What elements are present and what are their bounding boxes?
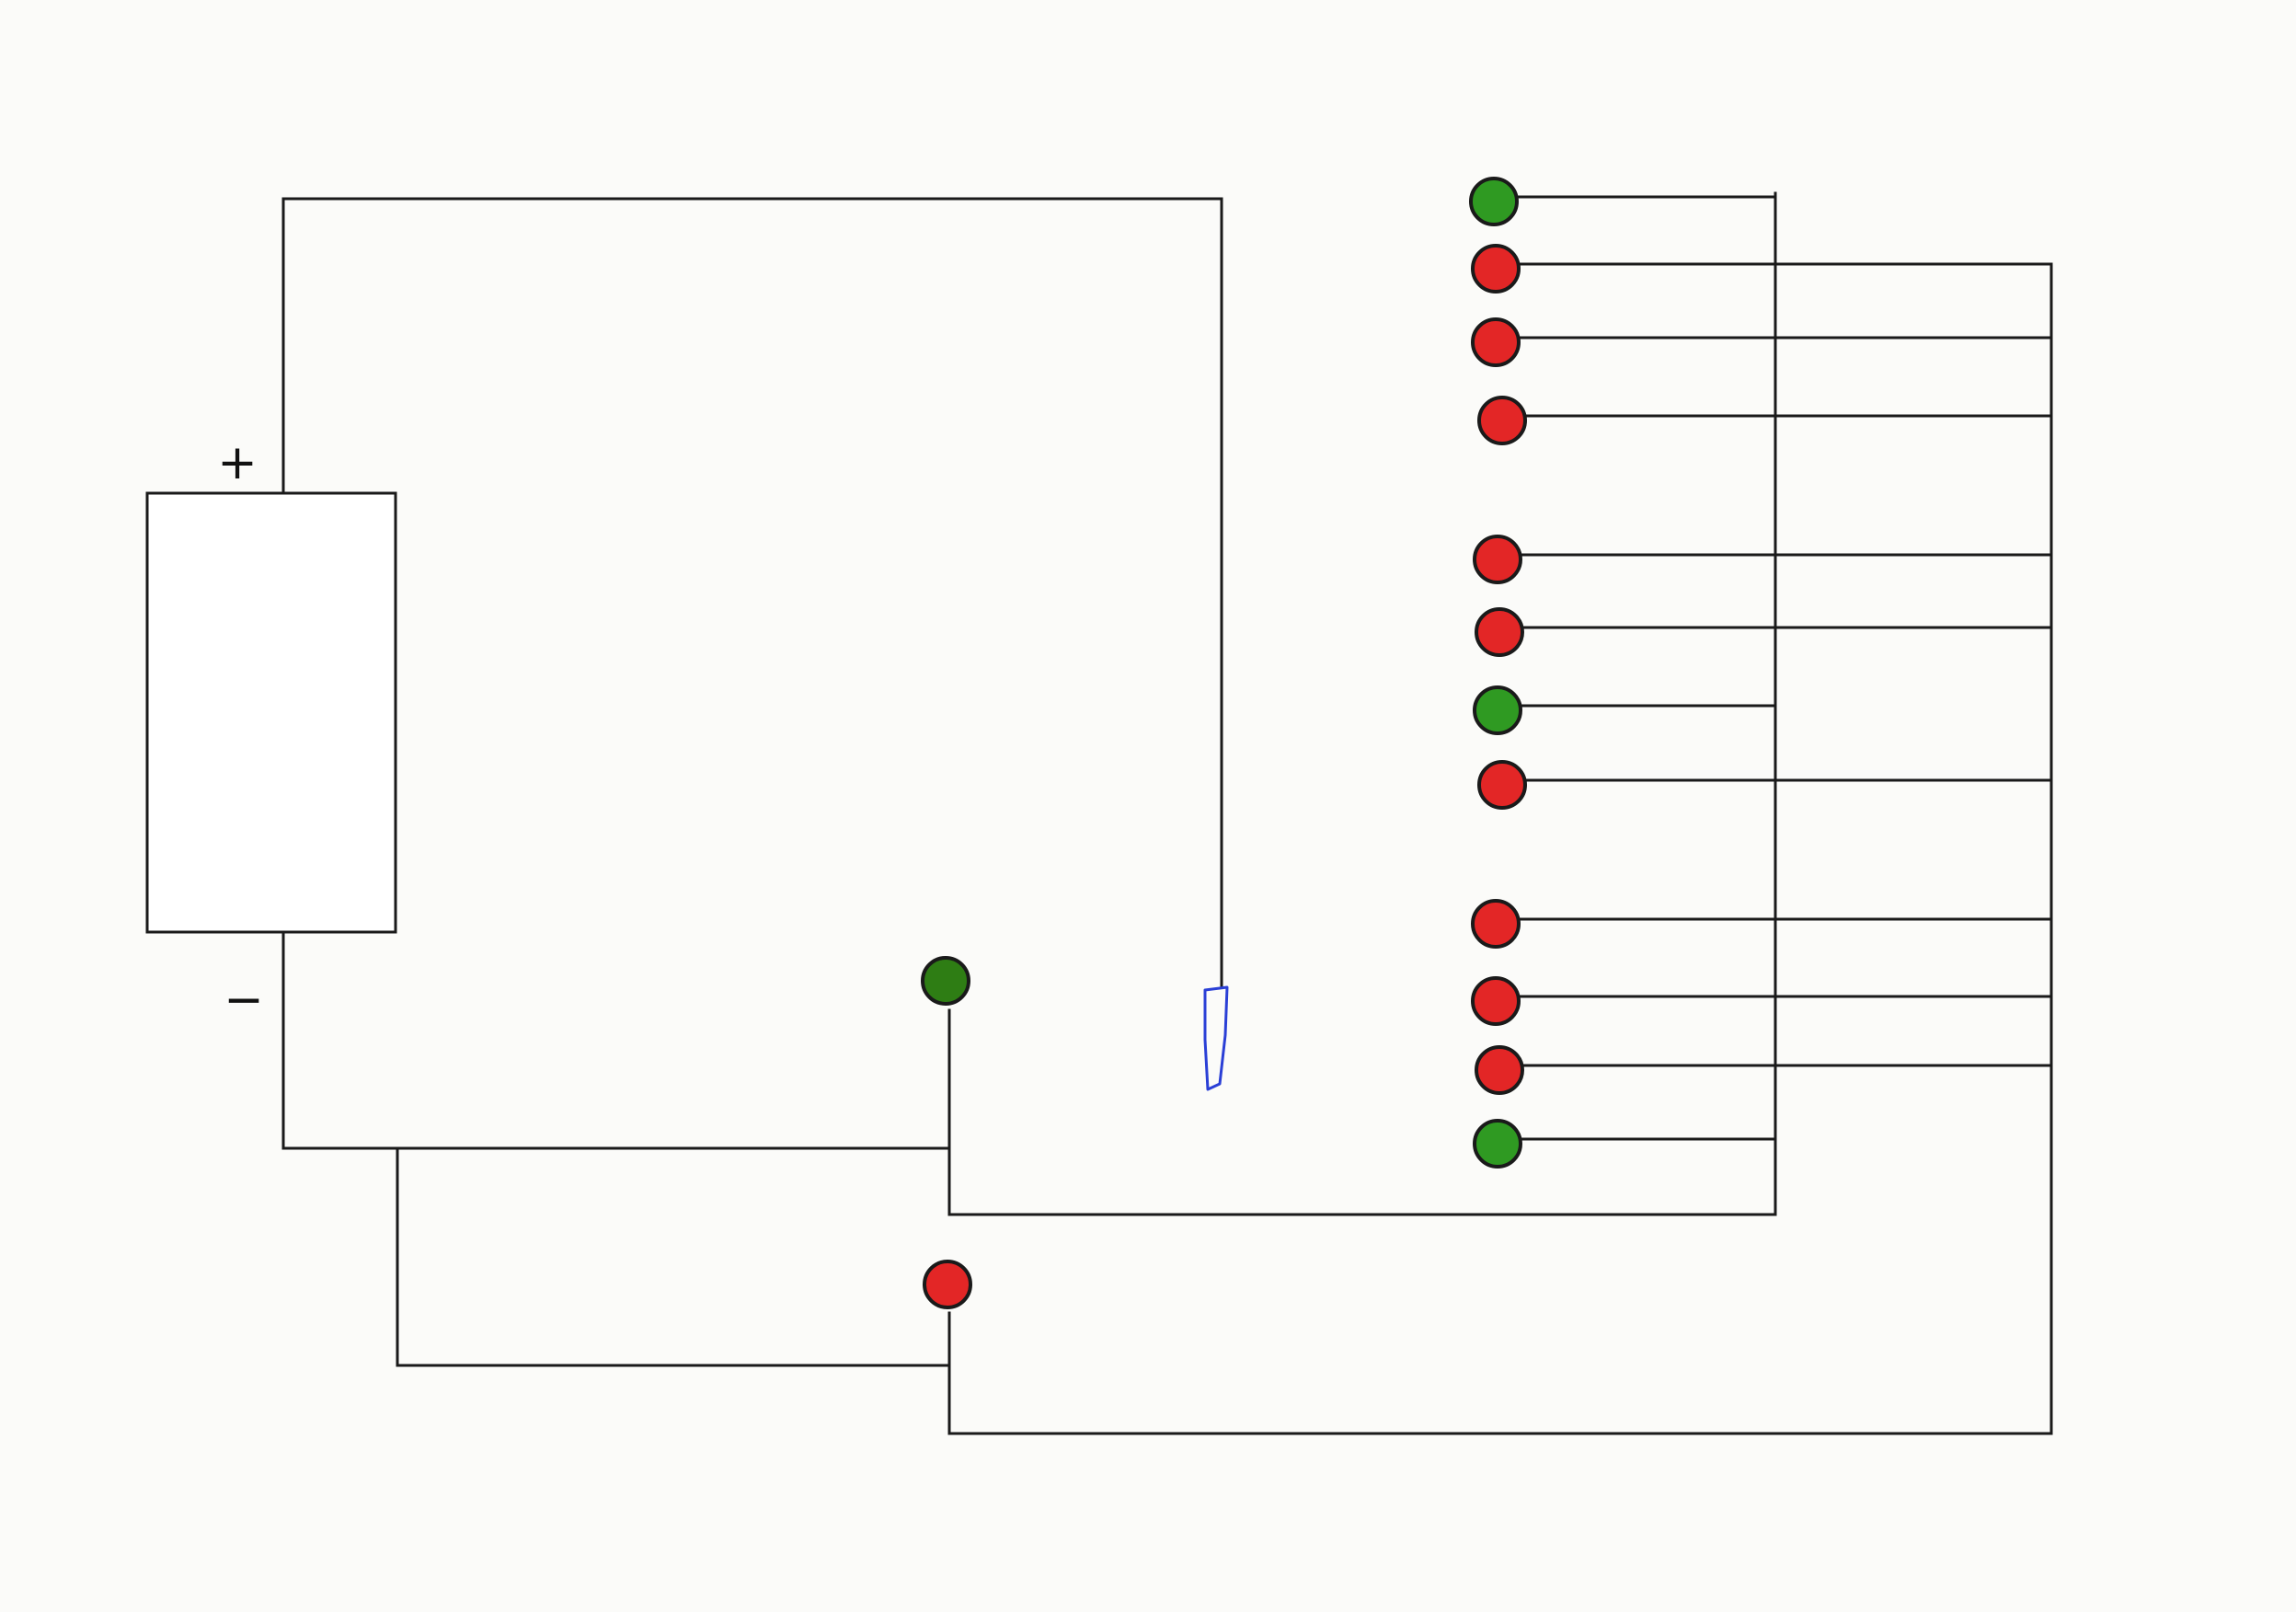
lamps — [921, 177, 1527, 1309]
wire-lower-lamp-to-red-bus — [947, 264, 2053, 1435]
lamp-6-red — [1475, 607, 1524, 657]
lamp-5-red — [1473, 535, 1522, 584]
lamp-1-green — [1469, 177, 1519, 226]
battery-box — [145, 491, 397, 934]
lamp-7-green — [1473, 685, 1522, 735]
lamp-2-red — [1471, 244, 1521, 294]
lamp-11-red — [1475, 1045, 1524, 1095]
lamp-10-red — [1471, 976, 1521, 1026]
wire-negative-to-lower-lamp — [396, 1146, 951, 1367]
lamp-upper-dark_green — [921, 956, 970, 1006]
lamp-lower-red — [923, 1260, 972, 1309]
battery-plus-label: + — [217, 435, 258, 490]
lamp-8-red — [1477, 760, 1527, 810]
probe-tip — [1203, 985, 1229, 1091]
lamp-12-green — [1473, 1119, 1522, 1169]
wire-positive-to-probe — [281, 197, 1223, 988]
battery-minus-label: − — [224, 973, 264, 1028]
wires — [281, 191, 2053, 1435]
wire-negative-rail — [281, 930, 951, 1150]
lamp-leads — [1515, 195, 2053, 1141]
lamp-4-red — [1477, 396, 1527, 445]
lamp-3-red — [1471, 317, 1521, 367]
lamp-9-red — [1471, 899, 1521, 949]
wire-upper-lamp-to-green-bus — [947, 191, 1777, 1216]
